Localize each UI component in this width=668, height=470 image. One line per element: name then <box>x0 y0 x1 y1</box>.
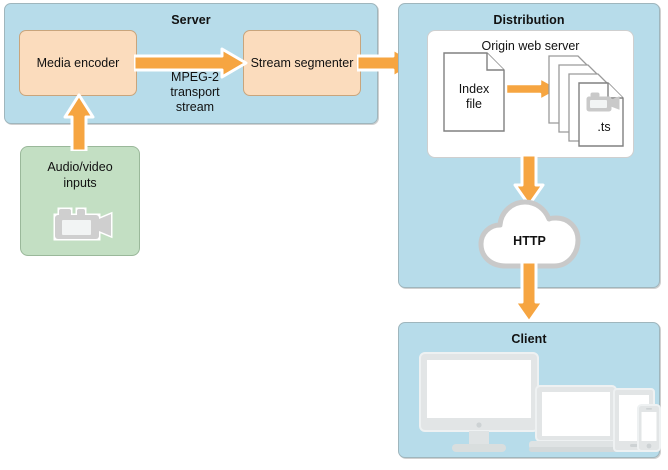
audio-video-line-1: Audio/video <box>47 160 113 174</box>
stream-segmenter-box[interactable]: Stream segmenter <box>243 30 361 96</box>
audio-video-inputs-box[interactable]: Audio/video inputs <box>20 146 140 256</box>
mpeg2-transport-stream-label: MPEG-2 transport stream <box>145 70 245 115</box>
ts-segment-label: .ts <box>597 120 611 134</box>
panel-distribution-title: Distribution <box>493 13 565 27</box>
arrow-origin-to-cloud <box>513 155 545 207</box>
ts-camcorder-icon <box>584 90 624 116</box>
arrow-cloud-to-client <box>513 262 545 324</box>
index-file-line-2: file <box>466 97 482 111</box>
media-encoder-label: Media encoder <box>36 56 120 70</box>
http-cloud-label: HTTP <box>513 234 546 248</box>
smartphone-icon <box>637 404 661 452</box>
panel-client-title: Client <box>511 332 547 346</box>
origin-web-server-label: Origin web server <box>481 39 580 53</box>
media-encoder-box[interactable]: Media encoder <box>19 30 137 96</box>
panel-server-title: Server <box>171 13 211 27</box>
ts-segments-stack[interactable] <box>548 55 630 147</box>
index-file-label: Index file <box>443 82 505 112</box>
index-file-icon[interactable] <box>443 52 505 132</box>
laptop-icon <box>528 385 624 455</box>
camcorder-icon <box>47 201 119 245</box>
desktop-monitor-icon <box>419 352 543 454</box>
audio-video-line-2: inputs <box>63 176 97 190</box>
index-file-line-1: Index <box>458 82 490 96</box>
audio-video-inputs-label: Audio/video inputs <box>21 159 139 191</box>
http-cloud <box>478 194 581 274</box>
mpeg2-line-3: stream <box>175 100 215 114</box>
arrow-source-to-encoder <box>63 93 95 151</box>
arrow-encoder-to-segmenter <box>134 47 248 79</box>
mpeg2-line-1: MPEG-2 <box>171 70 219 84</box>
mpeg2-line-2: transport <box>170 85 220 99</box>
stream-segmenter-label: Stream segmenter <box>250 56 354 70</box>
